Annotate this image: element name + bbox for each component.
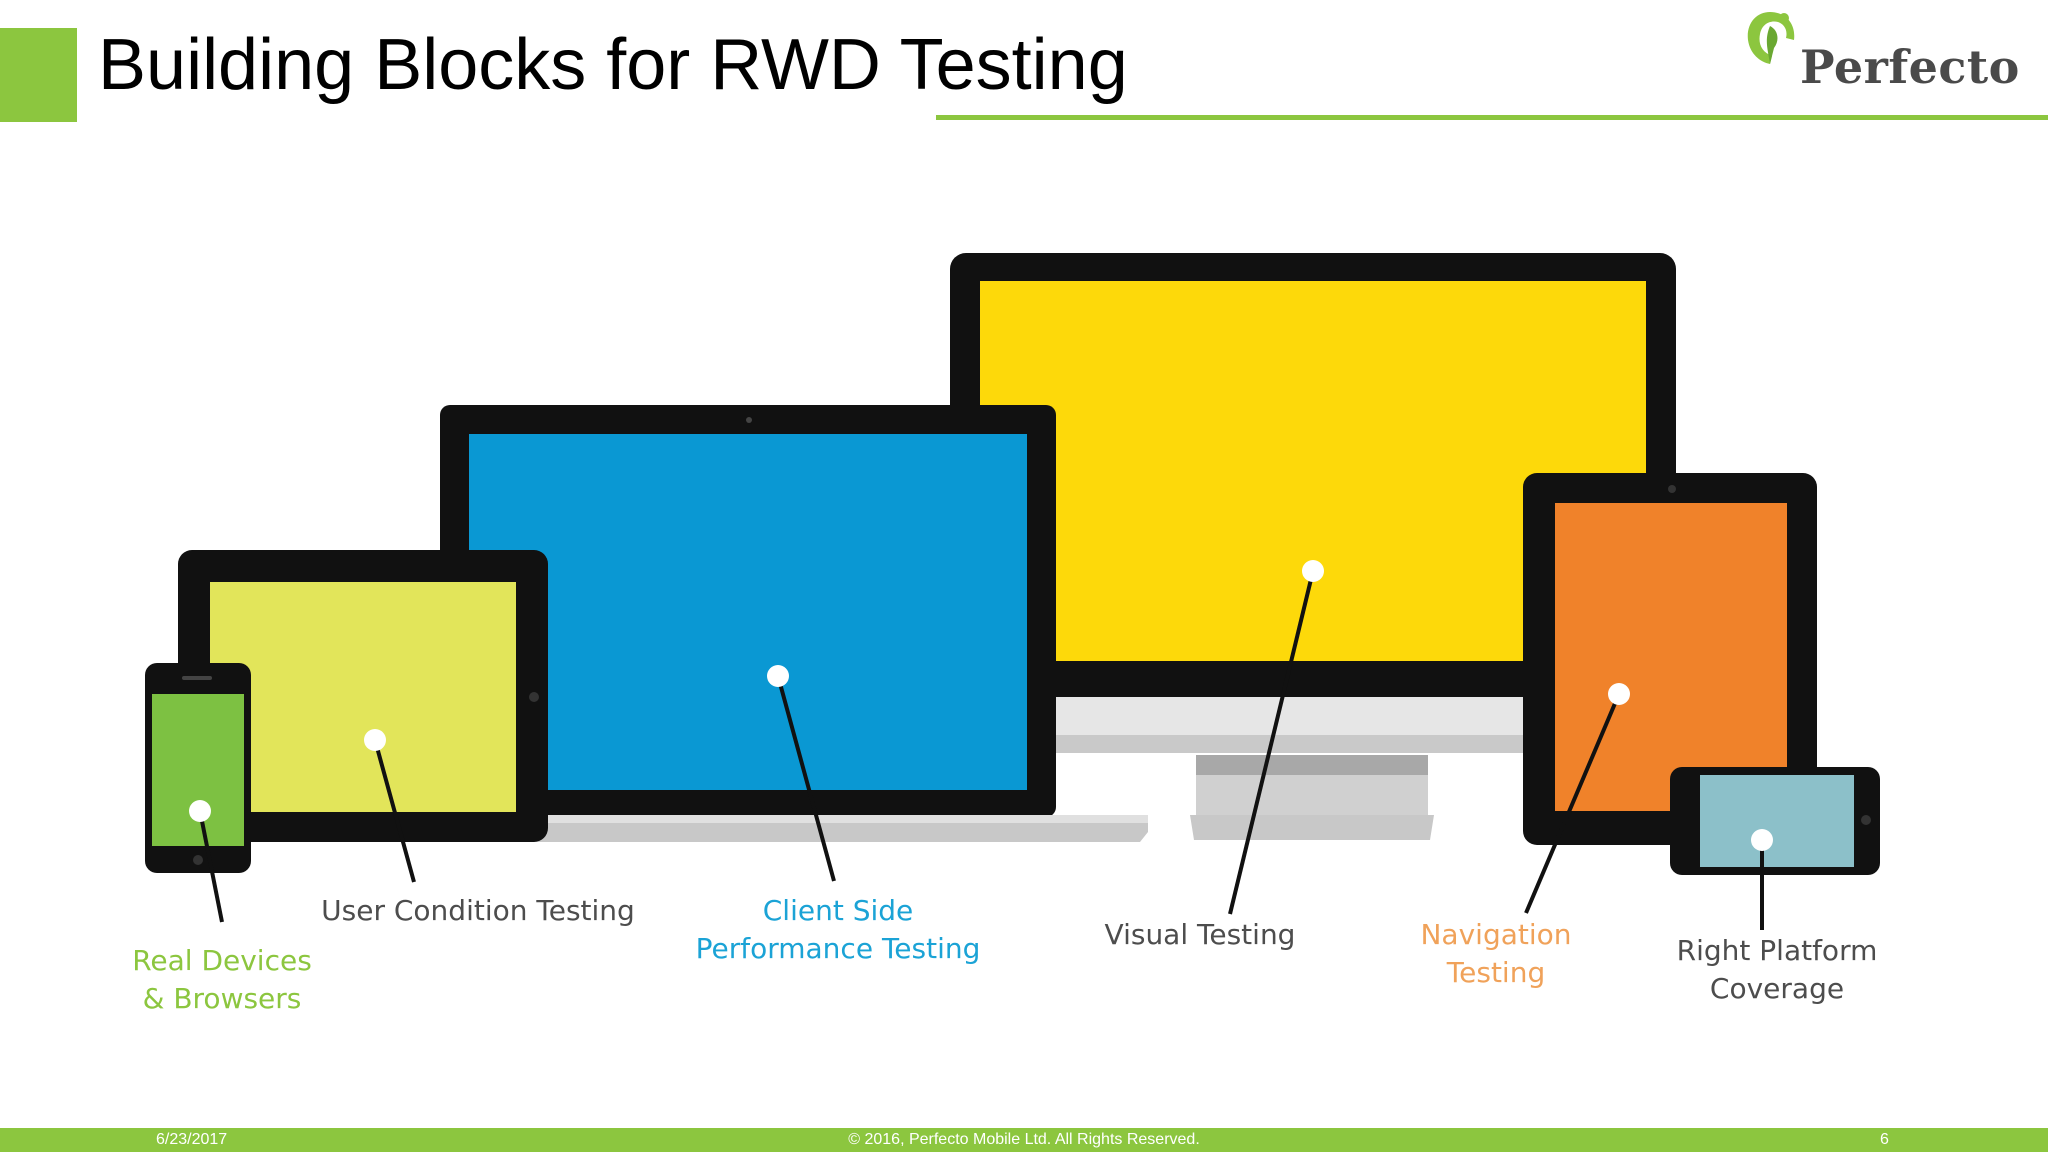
label-right-platform: Right Platform Coverage [1652, 932, 1902, 1008]
label-right-platform-line1: Right Platform [1676, 934, 1878, 967]
tablet [178, 550, 548, 842]
pointer-visual [1228, 570, 1315, 915]
tablet-screen [210, 582, 516, 812]
label-client-side-line1: Client Side [762, 894, 914, 927]
label-real-devices-line2: & Browsers [142, 982, 302, 1015]
slide-title: Building Blocks for RWD Testing [98, 25, 1128, 105]
phone-screen [152, 694, 244, 846]
pointer-real-devices [198, 810, 224, 923]
label-client-side: Client Side Performance Testing [688, 892, 988, 968]
ipad-screen [1555, 503, 1787, 811]
laptop [420, 405, 1148, 842]
label-real-devices-line1: Real Devices [132, 944, 312, 977]
desktop-monitor [950, 253, 1676, 840]
label-navigation: Navigation Testing [1386, 916, 1606, 992]
pointer-navigation [1524, 693, 1621, 914]
pointer-client-side [776, 675, 836, 882]
footer-copyright: © 2016, Perfecto Mobile Ltd. All Rights … [848, 1131, 1200, 1148]
logo-wordmark: Perfecto [1800, 40, 2020, 94]
label-right-platform-line2: Coverage [1709, 972, 1845, 1005]
footer-bar: 6/23/2017 © 2016, Perfecto Mobile Ltd. A… [0, 1128, 2048, 1152]
perfecto-leaf-icon [1747, 12, 1795, 64]
phone [145, 663, 251, 873]
title-underline [936, 115, 2048, 120]
label-real-devices: Real Devices & Browsers [102, 942, 342, 1018]
callout-dots [189, 560, 1773, 851]
title-accent-square [0, 28, 77, 122]
label-user-condition: User Condition Testing [321, 894, 635, 927]
label-visual: Visual Testing [1104, 918, 1296, 951]
label-navigation-line2: Testing [1446, 956, 1546, 989]
footer-date: 6/23/2017 [156, 1131, 228, 1148]
label-navigation-line1: Navigation [1420, 918, 1572, 951]
landscape-phone [1670, 767, 1880, 875]
pointer-user-condition [373, 739, 416, 883]
footer-page-number: 6 [1880, 1131, 1889, 1148]
laptop-screen [469, 434, 1027, 790]
perfecto-logo: Perfecto [1740, 6, 2030, 96]
label-client-side-line2: Performance Testing [695, 932, 981, 965]
landscape-phone-screen [1700, 775, 1854, 867]
callout-pointers [198, 570, 1764, 930]
